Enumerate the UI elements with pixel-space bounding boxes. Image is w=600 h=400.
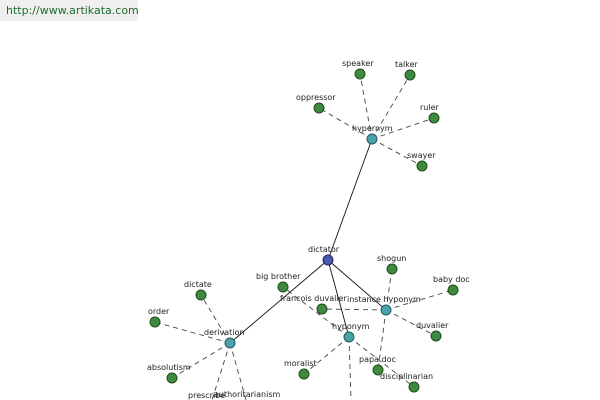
edge-deriv-dictate: [200, 294, 231, 344]
node-disciplinarian[interactable]: [408, 381, 420, 393]
label-dictator: dictator: [308, 245, 340, 254]
node-hypernym[interactable]: [366, 133, 378, 145]
edge-inst-duvalier: [385, 309, 437, 337]
node-moralist[interactable]: [298, 368, 310, 380]
label-disciplinarian: disciplinarian: [380, 372, 433, 381]
node-francois-duvalier[interactable]: [316, 303, 328, 315]
label-hypernym: hypernym: [352, 124, 393, 133]
label-prescribe: prescribe: [188, 391, 225, 400]
label-absolutism: absolutism: [147, 363, 191, 372]
edge-center-instance-hyponym: [327, 259, 387, 311]
node-order[interactable]: [149, 316, 161, 328]
label-duvalier: duvalier: [416, 321, 449, 330]
label-ruler: ruler: [420, 103, 440, 112]
node-shogun[interactable]: [386, 263, 398, 275]
edge-center-hypernym: [327, 138, 373, 261]
edge-hypo-offscreen: [348, 336, 352, 400]
edge-hypernym-talker: [371, 74, 411, 140]
edge-deriv-absolutism: [171, 342, 231, 379]
node-dictator[interactable]: [322, 254, 334, 266]
node-derivation[interactable]: [224, 337, 236, 349]
node-swayer[interactable]: [416, 160, 428, 172]
label-shogun: shogun: [377, 254, 406, 263]
node-oppressor[interactable]: [313, 102, 325, 114]
label-hyponym: hyponym: [332, 322, 370, 331]
node-big-brother[interactable]: [277, 281, 289, 293]
url-link[interactable]: http://www.artikata.com: [0, 0, 139, 21]
node-speaker[interactable]: [354, 68, 366, 80]
edge-hypo-disciplinarian: [348, 336, 415, 388]
node-hyponym[interactable]: [343, 331, 355, 343]
label-moralist: moralist: [284, 359, 317, 368]
edge-hypernym-ruler: [371, 117, 435, 140]
edge-deriv-authoritarianism: [229, 342, 247, 400]
node-duvalier[interactable]: [430, 330, 442, 342]
label-dictate: dictate: [184, 280, 212, 289]
label-big-brother: big brother: [256, 272, 301, 281]
node-ruler[interactable]: [428, 112, 440, 124]
node-baby-doc[interactable]: [447, 284, 459, 296]
edge-center-derivation: [229, 259, 329, 344]
edge-center-hyponym: [327, 259, 350, 338]
node-papa-doc[interactable]: [372, 364, 384, 376]
label-swayer: swayer: [407, 151, 436, 160]
label-speaker: speaker: [342, 59, 374, 68]
edge-hypernym-speaker: [359, 73, 373, 140]
node-talker[interactable]: [404, 69, 416, 81]
label-talker: talker: [395, 60, 419, 69]
node-absolutism[interactable]: [166, 372, 178, 384]
edge-deriv-prescribe: [211, 342, 231, 400]
edge-hypernym-swayer: [371, 138, 423, 167]
edge-hypernym-oppressor: [318, 107, 373, 140]
edge-inst-babydoc: [385, 289, 454, 311]
edge-inst-shogun: [385, 268, 393, 311]
edge-inst-papadoc: [377, 309, 387, 371]
label-oppressor: oppressor: [296, 93, 336, 102]
label-derivation: derivation: [204, 328, 244, 337]
edge-inst-francois: [321, 308, 387, 311]
label-francois-duvalier: francois duvalier: [280, 294, 347, 303]
label-order: order: [148, 307, 170, 316]
edge-deriv-order: [154, 321, 231, 344]
label-authoritarianism: authoritarianism: [214, 390, 281, 399]
label-instance-hyponym: instance hyponym: [347, 295, 421, 304]
label-baby-doc: baby doc: [433, 275, 470, 284]
node-dictate[interactable]: [195, 289, 207, 301]
edge-hypo-moralist: [303, 336, 350, 375]
node-instance-hyponym[interactable]: [380, 304, 392, 316]
label-papa-doc: papa doc: [359, 355, 396, 364]
edge-hypo-bigbrother: [282, 286, 350, 338]
